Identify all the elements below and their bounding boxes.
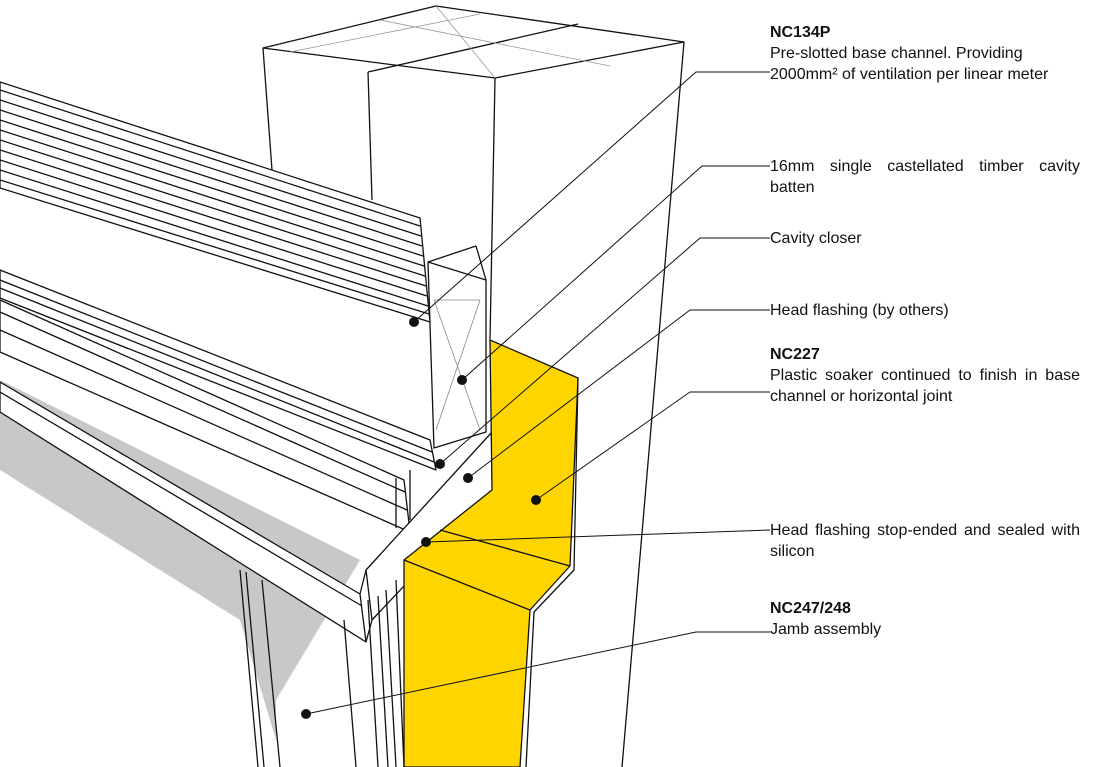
callout-head-flashing: Head flashing (by others) bbox=[770, 300, 1080, 321]
callout-batten: 16mm single castellated timber cavity ba… bbox=[770, 156, 1080, 198]
leader-lines bbox=[305, 71, 771, 715]
callout-dot bbox=[463, 473, 473, 483]
callout-dot bbox=[301, 709, 311, 719]
flashing-shadow bbox=[0, 380, 360, 740]
callout-text: Head flashing stop-ended and sealed with… bbox=[770, 522, 1080, 560]
callout-text: Jamb assembly bbox=[770, 621, 882, 638]
timber-batten bbox=[427, 245, 487, 449]
callout-text: Cavity closer bbox=[770, 230, 862, 247]
callout-nc247: NC247/248 Jamb assembly bbox=[770, 598, 1080, 640]
callout-nc227: NC227 Plastic soaker continued to finish… bbox=[770, 344, 1080, 407]
callout-dot bbox=[409, 317, 419, 327]
callout-dots bbox=[301, 317, 541, 719]
base-channel bbox=[0, 81, 431, 323]
callout-text: Plastic soaker continued to finish in ba… bbox=[770, 367, 1080, 405]
callout-cavity-closer: Cavity closer bbox=[770, 228, 1080, 249]
callout-dot bbox=[435, 459, 445, 469]
plastic-soaker bbox=[403, 339, 579, 767]
callout-stop-ended: Head flashing stop-ended and sealed with… bbox=[770, 520, 1080, 562]
callout-text: Pre-slotted base channel. Providing 2000… bbox=[770, 45, 1049, 83]
callout-text: Head flashing (by others) bbox=[770, 302, 949, 319]
callout-dot bbox=[531, 495, 541, 505]
callout-nc134p: NC134P Pre-slotted base channel. Providi… bbox=[770, 22, 1080, 85]
callout-dot bbox=[421, 537, 431, 547]
wall-block bbox=[262, 5, 685, 767]
jamb-assembly bbox=[239, 569, 405, 767]
callout-text: 16mm single castellated timber cavity ba… bbox=[770, 158, 1080, 196]
callout-code: NC134P bbox=[770, 24, 831, 41]
callout-code: NC227 bbox=[770, 346, 820, 363]
callout-dot bbox=[457, 375, 467, 385]
callout-code: NC247/248 bbox=[770, 600, 851, 617]
